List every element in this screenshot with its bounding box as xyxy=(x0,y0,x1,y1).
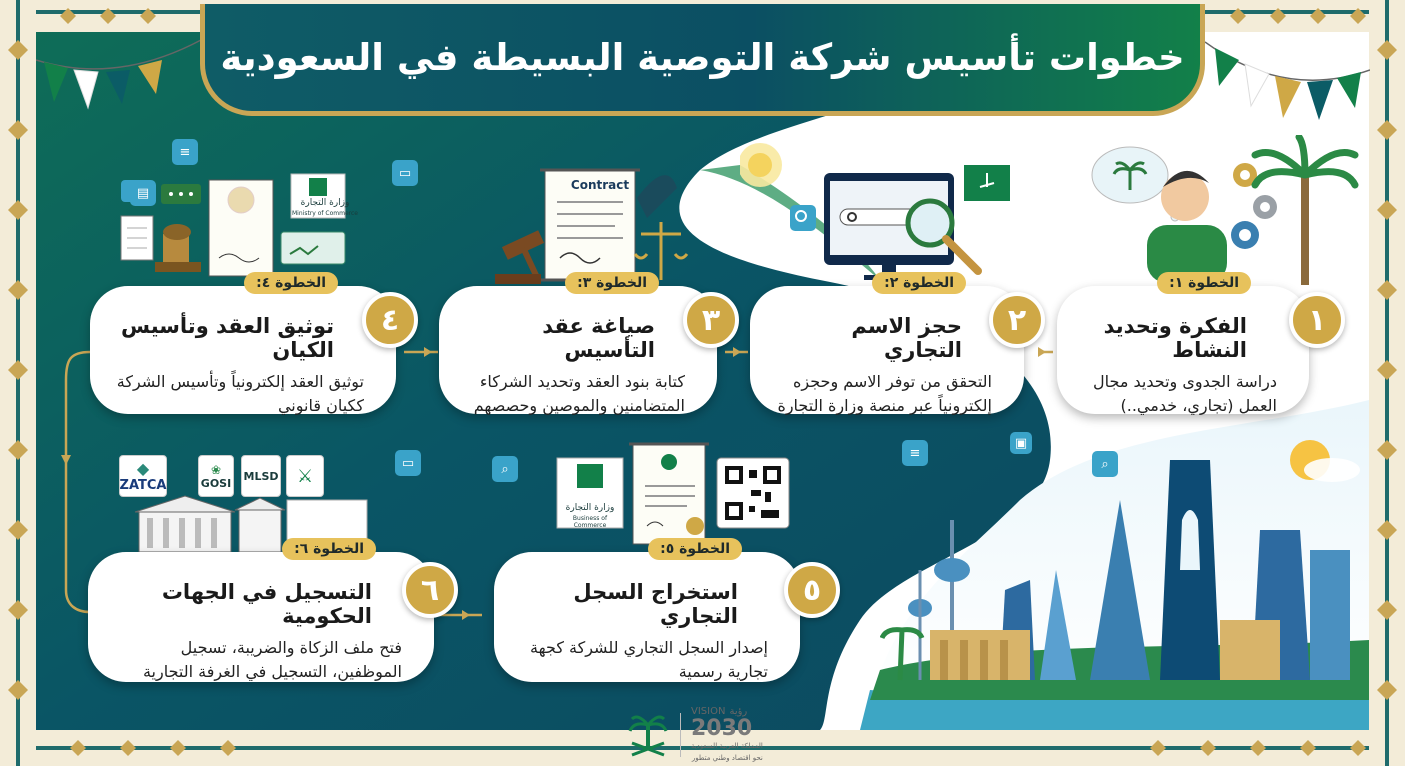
step-heading-2: حجز الاسم التجاري xyxy=(851,314,962,362)
step-body-2: التحقق من توفر الاسم وحجزه إلكترونياً عب… xyxy=(777,372,992,415)
zatca-mark-icon: ◆ xyxy=(136,459,150,478)
vision-year: 2030 xyxy=(691,716,753,741)
ministry-label-step5: وزارة التجارة xyxy=(565,503,615,513)
step6-buildings xyxy=(134,495,368,553)
step-card-6: الخطوة ٦: التسجيل في الجهات الحكومية فتح… xyxy=(88,538,434,682)
step-heading-6: التسجيل في الجهات الحكومية xyxy=(161,580,372,628)
vision-2030-footer: VISION رؤية 2030 المملكة العربية السعودي… xyxy=(626,706,786,764)
document-icon: ≡ xyxy=(172,139,198,165)
bottom-pattern-border xyxy=(0,730,1405,766)
step3-illustration xyxy=(495,168,689,284)
footer-divider xyxy=(680,713,681,757)
gosi-logo: ❀ GOSI xyxy=(198,455,234,497)
step-number-badge-5: ٥ xyxy=(784,562,840,618)
left-bunting-flags xyxy=(36,39,202,110)
step-number-badge-4: ٤ xyxy=(362,292,418,348)
step-tag-2: الخطوة ٢: xyxy=(872,272,966,294)
left-pattern-border xyxy=(0,0,36,766)
step-tag-3: الخطوة ٣: xyxy=(565,272,659,294)
step-tag-5: الخطوة ٥: xyxy=(648,538,742,560)
step-card-3: الخطوة ٣: صياغة عقد التأسيس كتابة بنود ا… xyxy=(439,272,717,415)
scan-icon: ▣ xyxy=(1010,432,1032,454)
vision-caption-1: المملكة العربية السعودية xyxy=(691,742,763,750)
step-tag-1: الخطوة ١: xyxy=(1157,272,1251,294)
ministry-en-step5: Business of Commerce xyxy=(572,515,608,529)
step-heading-3: صياغة عقد التأسيس xyxy=(542,314,655,362)
step-body-6: فتح ملف الزكاة والضريبة، تسجيل الموظفين،… xyxy=(142,638,402,681)
step-heading-5: استخراج السجل التجاري xyxy=(573,580,738,628)
vision-caption-2: نحو اقتصاد وطني متطور xyxy=(691,754,763,762)
step-heading-1: الفكرة وتحديد النشاط xyxy=(1103,314,1247,362)
step-body-4: توثيق العقد إلكترونياً وتأسيس الشركة ككي… xyxy=(116,372,364,415)
chat-icon: ▤ xyxy=(130,180,156,206)
step-card-1: الخطوة ١: الفكرة وتحديد النشاط دراسة الج… xyxy=(1057,272,1309,415)
right-bunting-flags xyxy=(1205,41,1370,120)
step4-illustration xyxy=(120,173,346,277)
palm-swords-icon: ⚔ xyxy=(296,465,314,487)
saudi-palm-emblem-icon xyxy=(628,715,668,757)
step-card-5: الخطوة ٥: استخراج السجل التجاري إصدار ال… xyxy=(494,538,800,682)
step-body-5: إصدار السجل التجاري للشركة كجهة تجارية ر… xyxy=(530,638,768,681)
vision-ar-label: رؤية xyxy=(729,706,748,717)
page-title: خطوات تأسيس شركة التوصية البسيطة في السع… xyxy=(220,36,1185,79)
step2-illustration xyxy=(740,143,1010,280)
search-icon: ⌕ xyxy=(1092,451,1118,477)
search-doc-icon: ⌕ xyxy=(492,456,518,482)
step-number-badge-3: ٣ xyxy=(683,292,739,348)
step-tag-6: الخطوة ٦: xyxy=(282,538,376,560)
step1-illustration xyxy=(1091,135,1359,285)
step-card-4: الخطوة ٤: توثيق العقد وتأسيس الكيان توثي… xyxy=(90,272,396,415)
step-tag-4: الخطوة ٤: xyxy=(244,272,338,294)
title-banner: خطوات تأسيس شركة التوصية البسيطة في السع… xyxy=(200,4,1205,116)
mlsd-logo: MLSD xyxy=(241,455,281,497)
contract-label: Contract xyxy=(570,178,630,192)
vision-label: VISION xyxy=(691,706,726,717)
right-pattern-border xyxy=(1369,0,1405,766)
monitor-icon: ▭ xyxy=(392,160,418,186)
ministry-en-step4: Ministry of Commerce xyxy=(292,210,358,217)
step-number-badge-6: ٦ xyxy=(402,562,458,618)
gosi-mark-icon: ❀ xyxy=(210,462,222,477)
step-card-2: الخطوة ٢: حجز الاسم التجاري التحقق من تو… xyxy=(750,272,1024,415)
step-body-3: كتابة بنود العقد وتحديد الشركاء المتضامن… xyxy=(473,372,685,415)
ministry-label-step4: وزارة التجارة xyxy=(300,198,350,208)
saudi-emblem-logo: ⚔ xyxy=(286,455,324,497)
screen-icon: ▭ xyxy=(395,450,421,476)
vision-text-block: VISION رؤية 2030 المملكة العربية السعودي… xyxy=(691,706,763,764)
step-body-1: دراسة الجدوى وتحديد مجال العمل (تجاري، خ… xyxy=(1093,372,1277,415)
zatca-logo: ◆ ZATCA xyxy=(119,455,167,497)
riyadh-skyline xyxy=(880,440,1360,681)
file-icon: ≡ xyxy=(902,440,928,466)
step5-illustration xyxy=(556,442,790,545)
step-number-badge-2: ٢ xyxy=(989,292,1045,348)
step-number-badge-1: ١ xyxy=(1289,292,1345,348)
step-heading-4: توثيق العقد وتأسيس الكيان xyxy=(121,314,334,362)
